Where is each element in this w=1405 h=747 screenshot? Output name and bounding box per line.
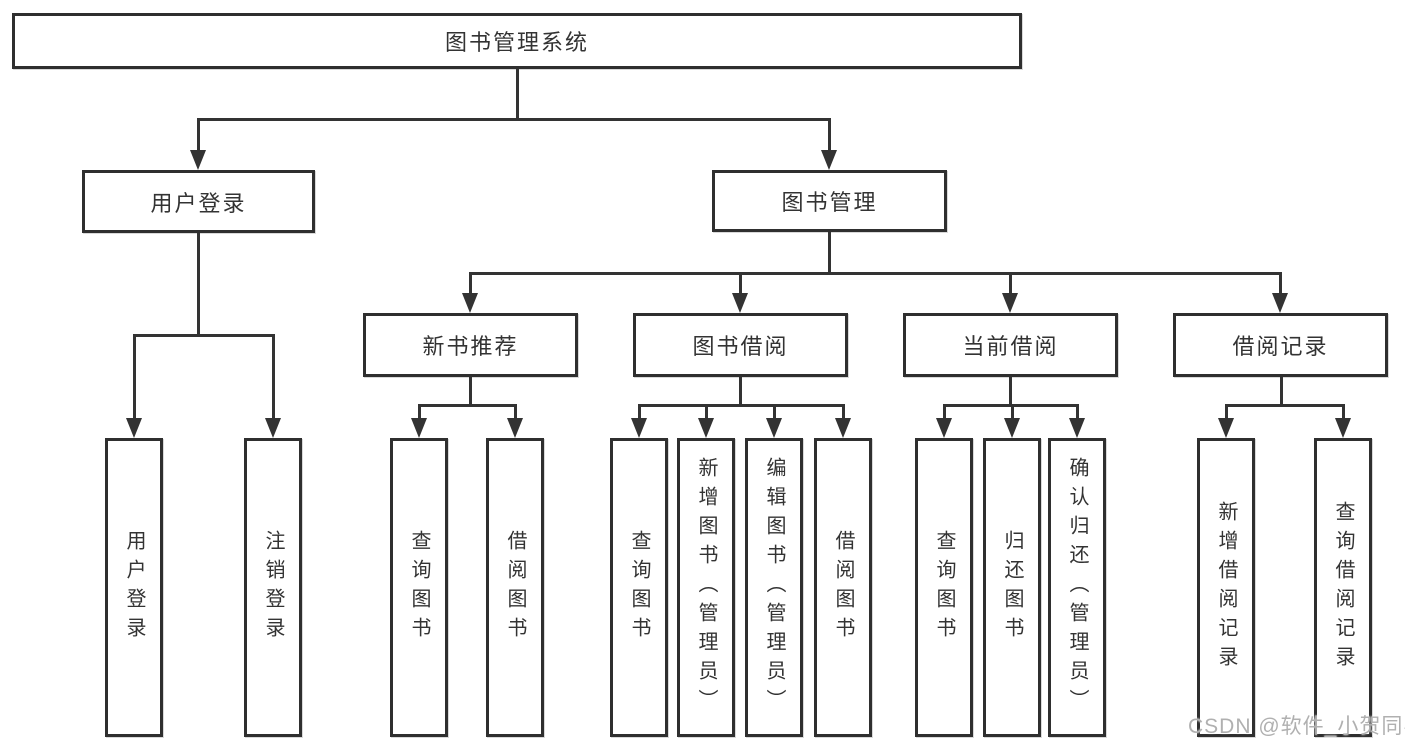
node-label: 查询借阅记录 bbox=[1332, 500, 1354, 675]
arrowhead-down-icon bbox=[821, 150, 837, 170]
node-label: 新增借阅记录 bbox=[1215, 500, 1237, 675]
node-label: 用户登录 bbox=[123, 529, 145, 646]
connector-line bbox=[1011, 404, 1014, 419]
arrowhead-down-icon bbox=[1069, 418, 1085, 438]
connector-line bbox=[1280, 377, 1283, 406]
connector-line bbox=[828, 118, 831, 151]
node-label: 注销登录 bbox=[262, 529, 284, 646]
connector-line bbox=[133, 334, 136, 419]
node-library-management-system: 图书管理系统 bbox=[12, 13, 1022, 69]
connector-line bbox=[469, 377, 472, 406]
connector-line bbox=[133, 334, 274, 337]
leaf-query-books-current: 查询图书 bbox=[915, 438, 973, 737]
node-label: 图书借阅 bbox=[692, 334, 789, 359]
node-label: 图书管理系统 bbox=[444, 30, 589, 55]
node-label: 编辑图书（管理员） bbox=[763, 457, 785, 718]
connector-line bbox=[1076, 404, 1079, 419]
connector-line bbox=[418, 404, 517, 407]
connector-line bbox=[1009, 272, 1012, 294]
node-book-management: 图书管理 bbox=[712, 170, 947, 232]
leaf-query-books-borrowing: 查询图书 bbox=[610, 438, 668, 737]
leaf-borrow-books: 借阅图书 bbox=[814, 438, 872, 737]
connector-line bbox=[739, 272, 742, 294]
arrowhead-down-icon bbox=[1272, 293, 1288, 313]
leaf-query-borrow-record: 查询借阅记录 bbox=[1314, 438, 1372, 737]
connector-line bbox=[842, 404, 845, 419]
leaf-edit-books-admin: 编辑图书（管理员） bbox=[745, 438, 803, 737]
node-current-borrowing: 当前借阅 bbox=[903, 313, 1118, 377]
connector-line bbox=[418, 404, 421, 419]
node-label: 图书管理 bbox=[781, 190, 878, 215]
connector-line bbox=[469, 272, 1282, 275]
arrowhead-down-icon bbox=[732, 293, 748, 313]
connector-line bbox=[943, 404, 946, 419]
connector-line bbox=[516, 69, 519, 120]
node-label: 新书推荐 bbox=[422, 334, 519, 359]
connector-line bbox=[1342, 404, 1345, 419]
node-label: 新增图书（管理员） bbox=[695, 457, 717, 718]
leaf-add-borrow-record: 新增借阅记录 bbox=[1197, 438, 1255, 737]
arrowhead-down-icon bbox=[1218, 418, 1234, 438]
node-label: 查询图书 bbox=[933, 529, 955, 646]
connector-line bbox=[272, 334, 275, 419]
connector-line bbox=[1225, 404, 1228, 419]
node-label: 确认归还（管理员） bbox=[1066, 457, 1088, 718]
connector-line bbox=[1225, 404, 1344, 407]
connector-line bbox=[828, 232, 831, 274]
connector-line bbox=[773, 404, 776, 419]
connector-line bbox=[739, 377, 742, 406]
leaf-user-login: 用户登录 bbox=[105, 438, 163, 737]
connector-line bbox=[1009, 377, 1012, 406]
node-book-borrowing: 图书借阅 bbox=[633, 313, 848, 377]
connector-line bbox=[197, 233, 200, 336]
arrowhead-down-icon bbox=[507, 418, 523, 438]
node-label: 借阅图书 bbox=[504, 529, 526, 646]
leaf-logout: 注销登录 bbox=[244, 438, 302, 737]
node-user-login: 用户登录 bbox=[82, 170, 315, 233]
connector-line bbox=[638, 404, 844, 407]
arrowhead-down-icon bbox=[190, 150, 206, 170]
arrowhead-down-icon bbox=[1002, 293, 1018, 313]
leaf-borrow-books-recommend: 借阅图书 bbox=[486, 438, 544, 737]
arrowhead-down-icon bbox=[1335, 418, 1351, 438]
node-label: 归还图书 bbox=[1001, 529, 1023, 646]
arrowhead-down-icon bbox=[462, 293, 478, 313]
leaf-add-books-admin: 新增图书（管理员） bbox=[677, 438, 735, 737]
arrowhead-down-icon bbox=[126, 418, 142, 438]
arrowhead-down-icon bbox=[265, 418, 281, 438]
arrowhead-down-icon bbox=[835, 418, 851, 438]
leaf-confirm-return-admin: 确认归还（管理员） bbox=[1048, 438, 1106, 737]
connector-line bbox=[469, 272, 472, 294]
arrowhead-down-icon bbox=[411, 418, 427, 438]
arrowhead-down-icon bbox=[1004, 418, 1020, 438]
connector-line bbox=[705, 404, 708, 419]
node-label: 借阅图书 bbox=[832, 529, 854, 646]
connector-line bbox=[197, 118, 831, 121]
arrowhead-down-icon bbox=[936, 418, 952, 438]
node-label: 当前借阅 bbox=[962, 334, 1059, 359]
node-label: 查询图书 bbox=[628, 529, 650, 646]
arrowhead-down-icon bbox=[631, 418, 647, 438]
csdn-watermark: CSDN @软件_小贺同学 bbox=[1188, 715, 1405, 738]
node-label: 用户登录 bbox=[150, 190, 247, 216]
leaf-query-books-recommend: 查询图书 bbox=[390, 438, 448, 737]
arrowhead-down-icon bbox=[698, 418, 714, 438]
arrowhead-down-icon bbox=[766, 418, 782, 438]
node-new-book-recommend: 新书推荐 bbox=[363, 313, 578, 377]
connector-line bbox=[514, 404, 517, 419]
node-borrowing-records: 借阅记录 bbox=[1173, 313, 1388, 377]
node-label: 借阅记录 bbox=[1232, 334, 1329, 359]
connector-line bbox=[197, 118, 200, 151]
leaf-return-books: 归还图书 bbox=[983, 438, 1041, 737]
node-label: 查询图书 bbox=[408, 529, 430, 646]
connector-line bbox=[638, 404, 641, 419]
connector-line bbox=[1279, 272, 1282, 294]
